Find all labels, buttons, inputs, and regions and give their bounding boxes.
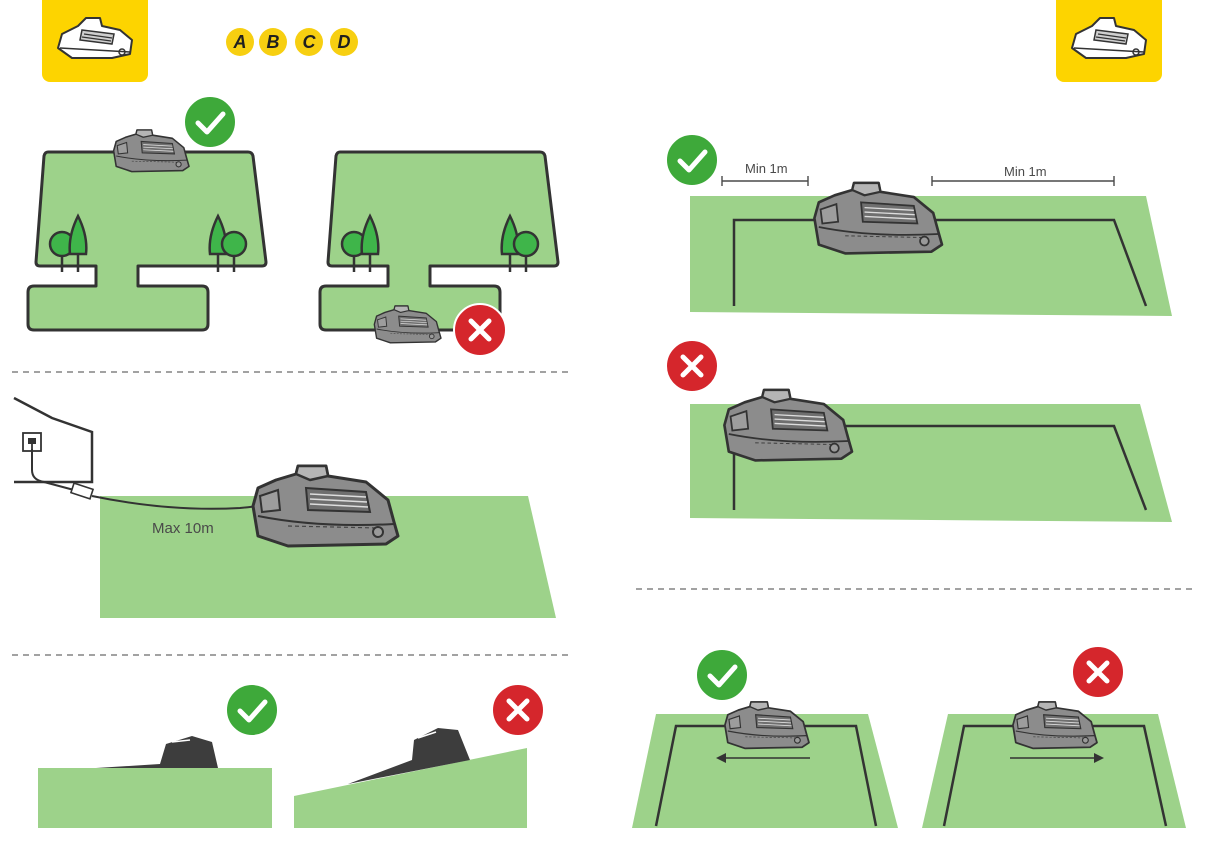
slope-incorrect (294, 684, 544, 828)
power-socket-icon (22, 432, 42, 452)
check-icon (226, 684, 278, 736)
lawn-area (100, 496, 556, 618)
min-distance-left-label: Min 1m (745, 161, 788, 176)
mower-icon (57, 17, 133, 59)
min-distance-right-label: Min 1m (1004, 164, 1047, 179)
cross-icon (454, 304, 506, 356)
docking-direction-correct (632, 649, 898, 828)
dimension-min-left (721, 176, 809, 186)
mower-icon (251, 464, 400, 548)
direction-arrow (716, 753, 810, 763)
lawn-area (632, 714, 898, 828)
check-icon (666, 134, 718, 186)
boundary-distance-correct (666, 134, 1172, 316)
max-distance-label: Max 10m (152, 520, 214, 537)
mower-icon (1012, 701, 1098, 750)
mower-icon (813, 181, 944, 255)
mower-icon (112, 129, 190, 173)
cross-icon (666, 340, 718, 392)
letter-badge-c: C (295, 28, 323, 56)
boundary-wire (732, 424, 1148, 511)
house-outline (13, 396, 94, 484)
lawn-area (922, 714, 1186, 828)
check-icon (184, 96, 236, 148)
lawn-layout-correct (26, 96, 268, 332)
charging-station-cable (13, 396, 556, 618)
cross-icon (492, 684, 544, 736)
slope-correct (38, 684, 278, 828)
mower-icon (723, 388, 854, 462)
cross-icon (1072, 646, 1124, 698)
header-tab-left (42, 0, 148, 82)
check-icon (696, 649, 748, 701)
lawn-layout-incorrect (318, 150, 560, 356)
dimension-min-right (931, 176, 1115, 186)
letter-badge-d: D (330, 28, 358, 56)
header-tab-right (1056, 0, 1162, 82)
direction-arrow (1010, 753, 1104, 763)
boundary-distance-incorrect (666, 340, 1172, 522)
mower-icon (1071, 17, 1147, 59)
mower-icon (724, 701, 810, 750)
letter-badge-b: B (259, 28, 287, 56)
power-adapter (69, 482, 95, 500)
docking-direction-incorrect (922, 646, 1186, 828)
letter-badge-a: A (226, 28, 254, 56)
lawn-area (690, 196, 1172, 316)
